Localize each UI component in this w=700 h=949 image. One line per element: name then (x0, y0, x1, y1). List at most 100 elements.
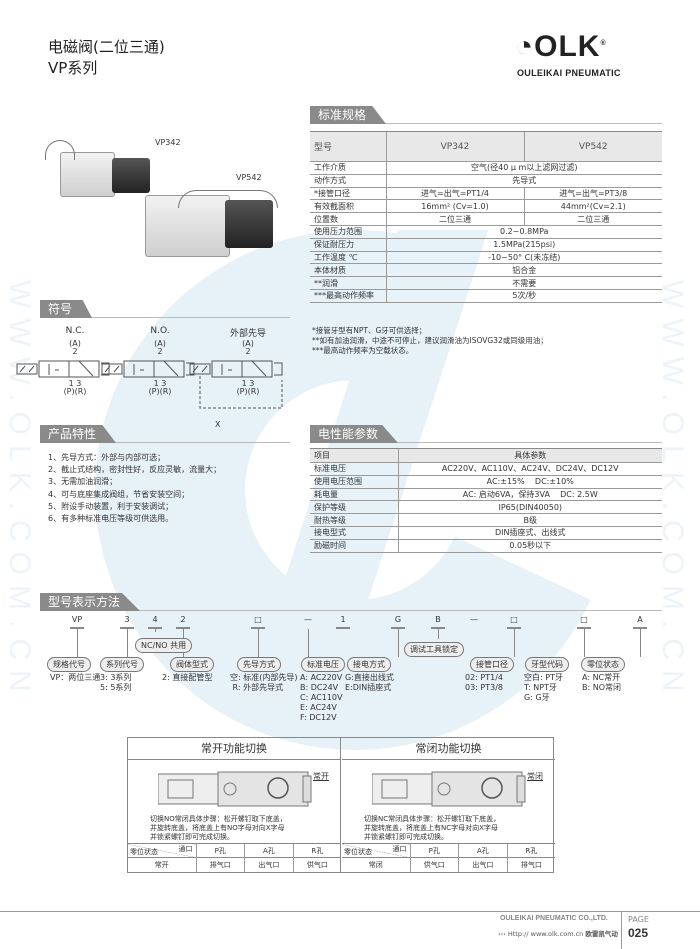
page-number: 025 (628, 926, 649, 940)
group-label-pill: 标准电压 (301, 657, 345, 672)
section-header-ordering: 型号表示方法 (40, 593, 662, 611)
external-pilot-x-label: X (215, 420, 221, 429)
group-label-pill: 系列代号 (100, 657, 144, 672)
corner-header-state: 零位状态 (344, 848, 372, 856)
switching-panel: 常开功能切换常开切换NO常闭具体步骤：松开螺钉取下底盖， 并旋转底盖，将底盖上有… (127, 737, 555, 873)
feature-item: 5、附设手动装置，利于安装调试； (48, 501, 174, 511)
col-header: R孔 (506, 843, 555, 858)
order-code-segment: — (304, 615, 312, 624)
code-underline (70, 627, 84, 629)
code-connector-line (438, 629, 439, 639)
switch-title: 常开功能切换 (128, 738, 340, 760)
port-p-r-label: (P)(R) (148, 387, 172, 396)
code-underline (633, 627, 647, 629)
code-connector-line (584, 629, 585, 657)
port-p-r-number: 1 3 (241, 379, 255, 388)
symbol-label: 外部先导 (229, 329, 266, 339)
logo-mark: ◔OLK® (515, 30, 607, 63)
group-label-pill: 接电方式 (347, 657, 391, 672)
switch-title: 常闭功能切换 (342, 738, 555, 760)
footer-url: ‹‹‹ Http:// www.olk.com.cn 欧雷凯气动 (498, 930, 618, 938)
code-connector-line (398, 629, 399, 657)
code-connector-line (155, 629, 156, 632)
code-connector-line (77, 629, 78, 657)
port-a-label: (A) (242, 339, 254, 348)
code-underline (391, 627, 405, 629)
symbol-label: N.C. (65, 326, 85, 336)
order-code-segment: VP (71, 615, 83, 624)
order-code-segment: 3 (124, 615, 130, 624)
section-header-features: 产品特性 (40, 425, 290, 443)
group-description: A: NC常开 B: NO常闭 (582, 673, 622, 692)
group-label-pill: 零位状态 (581, 657, 625, 672)
group-description: G:直接出线式 E:DIN插座式 (345, 673, 394, 692)
group-label-pill: 先导方式 (237, 657, 281, 672)
switch-instructions: 切换NO常闭具体步骤：松开螺钉取下底盖， 并旋转底盖，将底盖上有NO字母对向X字… (150, 815, 287, 841)
code-underline (336, 627, 350, 629)
code-underline (577, 627, 591, 629)
group-description: 空白: PT牙 T: NPT牙 G: G牙 (524, 673, 563, 702)
series-title: VP系列 (48, 59, 98, 77)
order-code-segment: 4 (152, 615, 158, 624)
corner-header-state: 零位状态 (130, 848, 158, 856)
switch-callout: 常闭 (527, 772, 543, 781)
valve-symbol-icon (188, 358, 318, 409)
order-code-segment: A (637, 615, 643, 624)
group-description: 2: 直接配管型 (162, 673, 213, 682)
code-underline (507, 627, 521, 629)
pill-nc-no-shared: NC/NO 共用 (135, 638, 193, 653)
col-header: P孔 (409, 843, 459, 858)
col-header: P孔 (195, 843, 245, 858)
corner-header-port: 通口 (392, 845, 407, 853)
cell: 常开 (128, 857, 196, 872)
code-underline (431, 627, 445, 629)
port-a-number: 2 (245, 347, 251, 356)
feature-item: 1、先导方式：外部与内部可选； (48, 453, 166, 462)
cell: 常闭 (342, 857, 410, 872)
footer-separator (621, 912, 622, 949)
cell: 供气口 (409, 857, 459, 872)
page-title: 电磁阀(二位三通) (48, 38, 165, 56)
footer-divider (0, 911, 700, 912)
feature-item: 4、可与底座集成阀组，节省安装空间； (48, 489, 190, 499)
order-code-segment: 2 (180, 615, 186, 624)
order-code-segment: B (435, 615, 441, 624)
group-label-pill: 接管口径 (470, 657, 514, 672)
group-label-pill: 规格代号 (47, 657, 91, 672)
port-p-r-number: 1 3 (68, 379, 82, 388)
section-header-spec: 标准规格 (310, 106, 662, 124)
group-label-pill: 牙型代码 (525, 657, 569, 672)
col-header: A孔 (244, 843, 294, 858)
order-code-segment: G (394, 615, 402, 624)
col-header: R孔 (292, 843, 341, 858)
port-a-number: 2 (157, 347, 163, 356)
switch-callout: 常开 (313, 772, 329, 781)
logo-subtitle: OULEIKAI PNEUMATIC (517, 68, 621, 78)
port-a-label: (A) (69, 339, 81, 348)
port-a-number: 2 (72, 347, 78, 356)
code-connector-line (127, 629, 128, 657)
page-label: PAGE (628, 915, 649, 924)
code-underline (176, 627, 190, 629)
corner-header-port: 通口 (178, 845, 193, 853)
watermark-url: WWW.OLK.COM.CN (3, 280, 36, 702)
port-p-r-number: 1 3 (153, 379, 167, 388)
pill-debug-lock: 调试工具锁定 (404, 642, 464, 657)
switch-instructions: 切换NC常闭具体步骤：松开螺钉取下底盖， 并旋转底盖，将底盖上有NC字母对向X字… (364, 815, 501, 841)
group-description: 02: PT1/4 03: PT3/8 (465, 673, 504, 692)
order-code-segment: 1 (340, 615, 346, 624)
group-description: 3: 3系列 5: 5系列 (100, 673, 132, 692)
symbol-label: N.O. (150, 326, 170, 336)
code-connector-line (308, 629, 309, 657)
section-header-electrical: 电性能参数 (310, 425, 662, 443)
code-underline (148, 627, 162, 629)
feature-item: 3、无需加油润滑； (48, 477, 118, 487)
code-connector-line (640, 629, 641, 657)
code-underline (251, 627, 265, 629)
valve-symbol-icon (100, 358, 230, 380)
code-connector-line (514, 629, 515, 657)
product-label: VP342 (155, 138, 181, 147)
